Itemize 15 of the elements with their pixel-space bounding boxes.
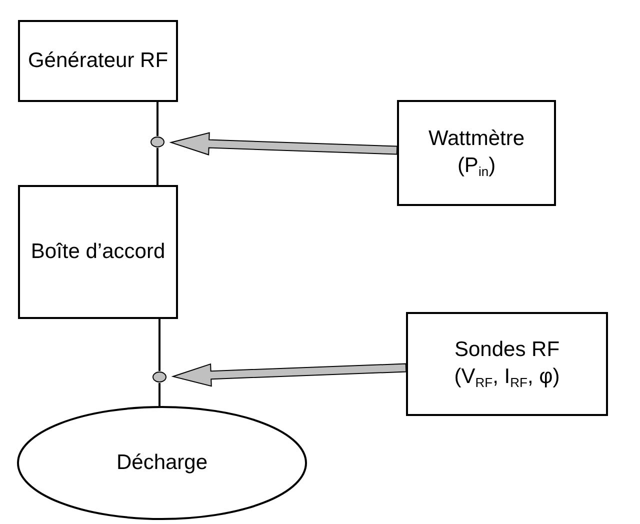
node-label: Sondes RF (V$_{RF}$, I$_{RF}$, φ) (453, 336, 561, 392)
node-label: Boîte d’accord (30, 239, 166, 266)
node-label: Décharge (116, 450, 208, 476)
process-box (397, 100, 556, 206)
connector-line (158, 383, 160, 406)
block-arrow (169, 132, 398, 156)
node-label: Wattmètre (P$_{in}$) (427, 126, 526, 182)
connector-line (156, 148, 158, 185)
block-arrow (171, 363, 407, 387)
process-box (18, 185, 178, 319)
connector-line (156, 102, 158, 136)
connector-line (158, 319, 160, 371)
node-label: Générateur RF (28, 48, 168, 74)
process-box (18, 20, 178, 102)
process-box (406, 312, 608, 416)
